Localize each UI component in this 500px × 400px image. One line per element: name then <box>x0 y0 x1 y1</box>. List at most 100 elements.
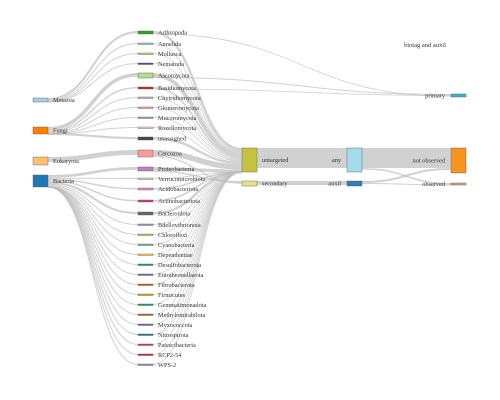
diagram-annotation: biotag and auxil <box>404 42 446 49</box>
node-label-secondary: secondary <box>262 181 288 188</box>
node-primary[interactable] <box>450 93 467 98</box>
node-wps-2[interactable] <box>137 363 154 366</box>
node-label-ascomycota: Ascomycota <box>158 73 190 80</box>
flow-link <box>361 183 452 186</box>
node-methylomirabilota[interactable] <box>137 313 154 316</box>
node-myxococcota[interactable] <box>137 323 154 326</box>
node-label-proteobacteria: Proteobacteria <box>158 166 195 173</box>
node-firmicutes[interactable] <box>137 293 154 296</box>
flow-links <box>47 31 452 365</box>
flow-link <box>152 33 452 97</box>
flow-link <box>152 63 243 153</box>
node-unassigned[interactable] <box>137 136 154 141</box>
node-label-firmicutes: Firmicutes <box>158 292 185 299</box>
node-label-acidobacteriota: Acidobacteriota <box>158 186 198 193</box>
node-label-mucoromycota: Mucoromycota <box>158 115 197 122</box>
node-fungi[interactable] <box>32 126 49 135</box>
node-label-patescibacteria: Patescibacteria <box>158 342 196 349</box>
flow-link <box>152 150 243 170</box>
node-observed[interactable] <box>450 182 467 186</box>
flow-link <box>152 170 243 183</box>
node-dependentiae[interactable] <box>137 253 154 256</box>
node-label-bdellovibrionota: Bdellovibrionota <box>158 222 201 229</box>
node-label-rozellomycota: Rozellomycota <box>158 125 196 132</box>
node-cyanobacteria[interactable] <box>137 243 154 246</box>
flow-link <box>47 185 139 245</box>
flow-link <box>47 186 139 295</box>
flow-link <box>47 178 139 190</box>
node-label-cyanobacteria: Cyanobacteria <box>158 242 195 249</box>
flow-link <box>152 31 243 151</box>
node-label-mollusca: Mollusca <box>158 51 182 58</box>
node-label-annelida: Annelida <box>158 41 181 48</box>
node-glomeromycota[interactable] <box>137 106 154 109</box>
node-label-observed: observed <box>422 181 446 188</box>
flow-link <box>152 88 452 96</box>
node-arthropoda[interactable] <box>137 30 154 35</box>
node-label-fibrobacterota: Fibrobacterota <box>158 282 195 289</box>
node-label-unassigned: unassigned <box>158 136 187 143</box>
node-nitrospirota[interactable] <box>137 333 154 336</box>
node-bacteria[interactable] <box>32 174 49 188</box>
node-nematoda[interactable] <box>137 62 154 65</box>
flow-link <box>47 132 139 140</box>
node-label-bacteroidota: Bacteroidota <box>158 211 190 218</box>
node-label-arthropoda: Arthropoda <box>158 30 187 37</box>
node-auxil[interactable] <box>346 180 363 187</box>
node-untargeted[interactable] <box>241 147 258 173</box>
node-label-not-observed: not observed <box>413 158 446 165</box>
node-actinobacteriota[interactable] <box>137 199 154 203</box>
node-label-actinobacteriota: Actinobacteriota <box>158 198 200 205</box>
flow-link <box>47 186 139 345</box>
node-basidiomycota[interactable] <box>137 86 154 90</box>
node-label-myxococcota: Myxococcota <box>158 322 192 329</box>
node-desulfobacterota[interactable] <box>137 263 154 266</box>
node-label-methylomirabilota: Methylomirabilota <box>158 312 205 319</box>
node-label-any: any <box>332 157 342 164</box>
node-label-nitrospirota: Nitrospirota <box>158 332 189 339</box>
node-patescibacteria[interactable] <box>137 343 154 346</box>
node-chloroflexi[interactable] <box>137 233 154 236</box>
node-entotheonellaeota[interactable] <box>137 273 154 276</box>
node-acidobacteriota[interactable] <box>137 187 154 191</box>
flow-link <box>47 63 139 103</box>
flow-link <box>47 186 139 315</box>
flow-link <box>47 73 139 131</box>
node-label-glomeromycota: Glomeromycota <box>158 105 199 112</box>
node-mollusca[interactable] <box>137 52 154 55</box>
node-eukaryota[interactable] <box>32 156 49 166</box>
node-bdellovibrionota[interactable] <box>137 223 154 226</box>
node-label-entotheonellaeota: Entotheonellaeota <box>158 272 204 279</box>
node-gemmatimonadota[interactable] <box>137 303 154 306</box>
node-annelida[interactable] <box>137 42 154 45</box>
node-mucoromycota[interactable] <box>137 116 154 119</box>
flow-link <box>47 186 139 325</box>
node-secondary[interactable] <box>241 180 258 187</box>
node-ascomycota[interactable] <box>137 72 154 79</box>
node-label-untargeted: untargeted <box>262 157 289 164</box>
node-proteobacteria[interactable] <box>137 166 154 172</box>
node-cercozoa[interactable] <box>137 149 154 158</box>
node-verrucomicrobiota[interactable] <box>137 177 154 180</box>
flow-link <box>47 186 139 365</box>
flow-link <box>47 181 139 215</box>
flow-link <box>152 97 243 160</box>
flow-link <box>47 107 139 134</box>
node-rozellomycota[interactable] <box>137 126 154 129</box>
node-any[interactable] <box>346 147 363 173</box>
node-label-bacteria: Bacteria <box>53 178 74 185</box>
node-fibrobacterota[interactable] <box>137 283 154 286</box>
node-rcp2-54[interactable] <box>137 353 154 356</box>
node-label-gemmatimonadota: Gemmatimonadota <box>158 302 206 309</box>
node-chytridiomycota[interactable] <box>137 96 154 99</box>
node-not-observed[interactable] <box>450 147 467 174</box>
flow-link <box>47 183 139 225</box>
node-bacteroidota[interactable] <box>137 211 154 216</box>
flow-link <box>152 117 243 161</box>
node-label-chytridiomycota: Chytridiomycota <box>158 95 201 102</box>
node-metazoa[interactable] <box>32 97 49 103</box>
node-label-cercozoa: Cercozoa <box>158 151 182 158</box>
flow-link <box>152 155 243 184</box>
